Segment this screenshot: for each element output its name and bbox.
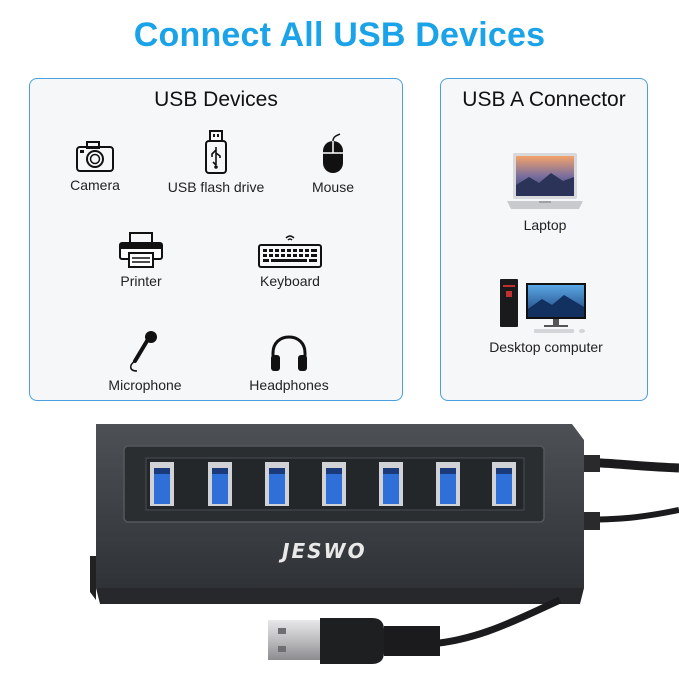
- keyboard-icon: [258, 235, 322, 268]
- device-label: Headphones: [249, 377, 329, 393]
- device-keyboard: Keyboard: [250, 233, 330, 289]
- usb-a-connector-panel: USB A Connector Laptop: [440, 78, 648, 401]
- usb-ports: [150, 462, 516, 506]
- device-microphone: Microphone: [102, 329, 188, 393]
- device-printer: Printer: [106, 231, 176, 289]
- device-camera: Camera: [58, 139, 132, 193]
- headphones-icon: [271, 335, 307, 371]
- device-desktop-computer: Desktop computer: [471, 277, 621, 355]
- device-label: USB flash drive: [167, 179, 265, 195]
- usb-devices-heading: USB Devices: [154, 88, 278, 111]
- usb-a-plug: [268, 596, 562, 664]
- laptop-icon: [507, 153, 583, 209]
- device-usb-flash-drive: USB flash drive: [160, 129, 272, 195]
- device-mouse: Mouse: [298, 133, 368, 195]
- brand-logo: JESWO: [282, 539, 367, 563]
- usb-a-connector-heading: USB A Connector: [462, 88, 626, 111]
- usb-flash-drive-icon: [205, 130, 227, 174]
- usb-hub-illustration: [90, 424, 679, 664]
- device-label: Keyboard: [260, 273, 320, 289]
- device-label: Camera: [70, 177, 120, 193]
- device-label: Printer: [120, 273, 162, 289]
- printer-icon: [119, 232, 163, 268]
- usb-devices-panel: USB Devices Camera USB flash drive: [29, 78, 403, 401]
- page-title: Connect All USB Devices: [133, 16, 546, 54]
- mouse-icon: [323, 133, 343, 173]
- device-label: Desktop computer: [489, 339, 603, 355]
- device-label: Laptop: [523, 217, 567, 233]
- desktop-computer-icon: [500, 279, 586, 333]
- device-headphones: Headphones: [244, 333, 334, 393]
- microphone-icon: [130, 331, 157, 372]
- device-label: Microphone: [108, 377, 182, 393]
- device-label: Mouse: [311, 179, 355, 195]
- device-laptop: Laptop: [485, 151, 605, 233]
- camera-icon: [76, 141, 114, 172]
